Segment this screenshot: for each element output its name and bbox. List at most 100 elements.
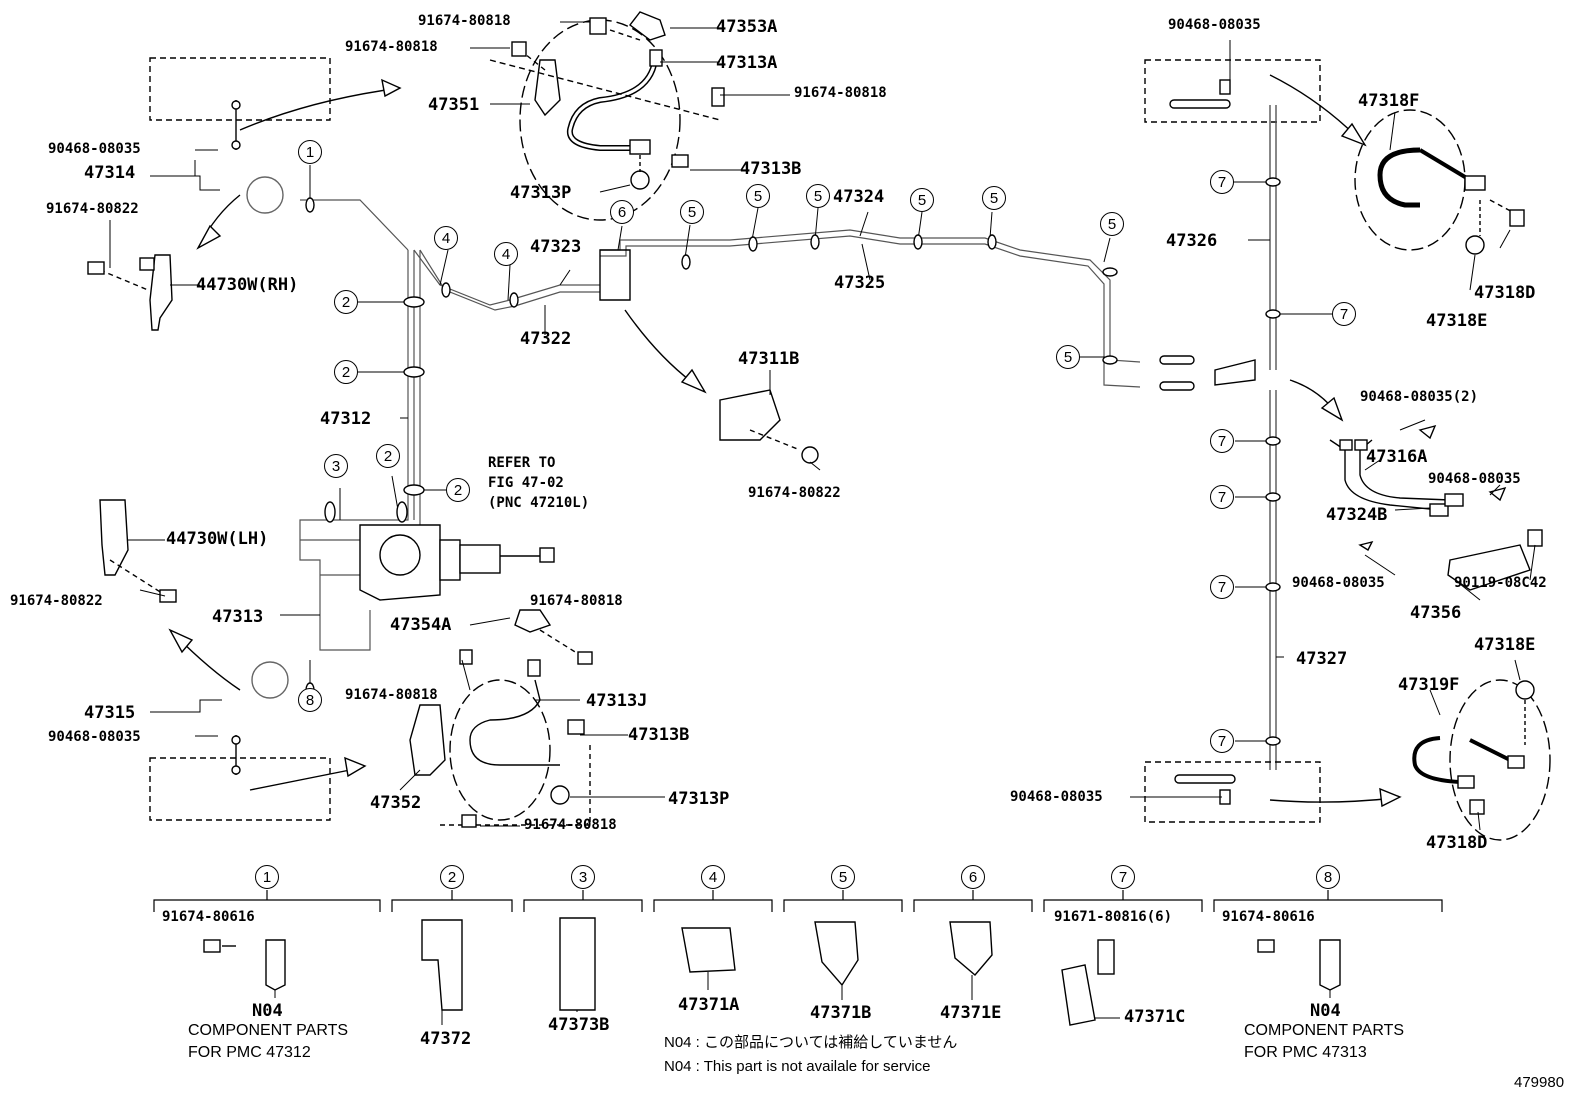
callout-5: 5 [910,188,934,212]
fastener-label: 91674-80818 [345,39,438,55]
callout-7: 7 [1210,575,1234,599]
part-label: 47352 [370,793,422,813]
legend-code: N04 [252,1001,283,1021]
part-label: 47326 [1166,231,1218,251]
part-label: 47311B [738,349,800,369]
callout-5: 5 [806,184,830,208]
callout-7: 7 [1210,485,1234,509]
fastener-label: 90468-08035 [48,729,141,745]
legend-desc: COMPONENT PARTS [1244,1022,1405,1039]
legend-code: 47371B [810,1003,872,1023]
part-label: 47318F [1358,91,1420,111]
fastener-label: 90468-08035 [48,141,141,157]
refer-note: (PNC 47210L) [488,495,590,511]
part-label: 47313J [586,691,648,711]
legend-number: 3 [571,865,595,889]
fastener-label: 90468-08035 [1010,789,1103,805]
inset-box-top-left [149,57,331,121]
callout-5: 5 [746,184,770,208]
fastener-label: 91674-80818 [530,593,623,609]
fastener-label: 90468-08035(2) [1360,389,1479,405]
part-label: 47323 [530,237,582,257]
fastener-label: 91674-80818 [418,13,511,29]
part-label: 47354A [390,615,452,635]
fastener-label: 91674-80818 [345,687,438,703]
fastener-label: 90468-08035 [1428,471,1521,487]
legend-number: 7 [1111,865,1135,889]
callout-7: 7 [1210,729,1234,753]
part-label: 47319F [1398,675,1460,695]
callout-2: 2 [376,444,400,468]
part-label: 47313A [716,53,778,73]
callout-8: 8 [298,688,322,712]
callout-2: 2 [334,360,358,384]
fastener-label: 90468-08035 [1168,17,1261,33]
part-label: 44730W(LH) [166,529,269,549]
legend-desc: COMPONENT PARTS [188,1022,349,1039]
fastener-label: 91674-80822 [748,485,841,501]
part-label: 47318E [1426,311,1488,331]
arrow-line [239,87,401,131]
legend-code: 47371A [678,995,740,1015]
part-label: 47324 [833,187,885,207]
callout-5: 5 [982,186,1006,210]
legend-part: 91674-80616 [1222,909,1315,925]
part-label: 44730W(RH) [196,275,299,295]
legend-number: 2 [440,865,464,889]
fastener-label: 90468-08035 [1292,575,1385,591]
callout-7: 7 [1210,429,1234,453]
callout-3: 3 [324,454,348,478]
legend-part: 91671-80816(6) [1054,909,1173,925]
part-label: 47351 [428,95,480,115]
part-label: 47313P [510,183,572,203]
legend-desc: FOR PMC 47312 [188,1044,311,1061]
callout-5: 5 [680,200,704,224]
callout-6: 6 [610,200,634,224]
part-label: 47315 [84,703,136,723]
note-japanese: N04 : この部品については補給していません [664,1034,958,1051]
legend-number: 5 [831,865,855,889]
callout-5: 5 [1056,345,1080,369]
legend-code: 47372 [420,1029,472,1049]
part-label: 47318D [1426,833,1488,853]
part-label: 47312 [320,409,372,429]
part-label: 47322 [520,329,572,349]
part-label: 47313B [628,725,690,745]
fastener-label: 90119-08C42 [1454,575,1547,591]
legend-code: 47371C [1124,1007,1186,1027]
fastener-label: 91674-80818 [794,85,887,101]
part-label: 47314 [84,163,136,183]
part-label: 47353A [716,17,778,37]
callout-2: 2 [334,290,358,314]
part-label: 47324B [1326,505,1388,525]
legend-part: 91674-80616 [162,909,255,925]
legend-code: 47371E [940,1003,1002,1023]
callout-7: 7 [1332,302,1356,326]
legend-number: 1 [255,865,279,889]
part-label: 47313B [740,159,802,179]
part-label: 47313 [212,607,264,627]
part-label: 47318D [1474,283,1536,303]
callout-5: 5 [1100,212,1124,236]
legend-number: 8 [1316,865,1340,889]
fastener-label: 91674-80822 [46,201,139,217]
part-label: 47318E [1474,635,1536,655]
part-label: 47316A [1366,447,1428,467]
callout-4: 4 [494,242,518,266]
legend-number: 4 [701,865,725,889]
callout-4: 4 [434,226,458,250]
callout-1: 1 [298,140,322,164]
part-label: 47327 [1296,649,1348,669]
refer-note: FIG 47-02 [488,475,564,491]
legend-desc: FOR PMC 47313 [1244,1044,1367,1061]
diagram-id: 479980 [1514,1074,1565,1091]
note-english: N04 : This part is not availale for serv… [664,1058,931,1075]
legend-number: 6 [961,865,985,889]
fastener-label: 91674-80818 [524,817,617,833]
part-label: 47313P [668,789,730,809]
refer-note: REFER TO [488,455,556,471]
legend-code: 47373B [548,1015,610,1035]
legend-code: N04 [1310,1001,1341,1021]
